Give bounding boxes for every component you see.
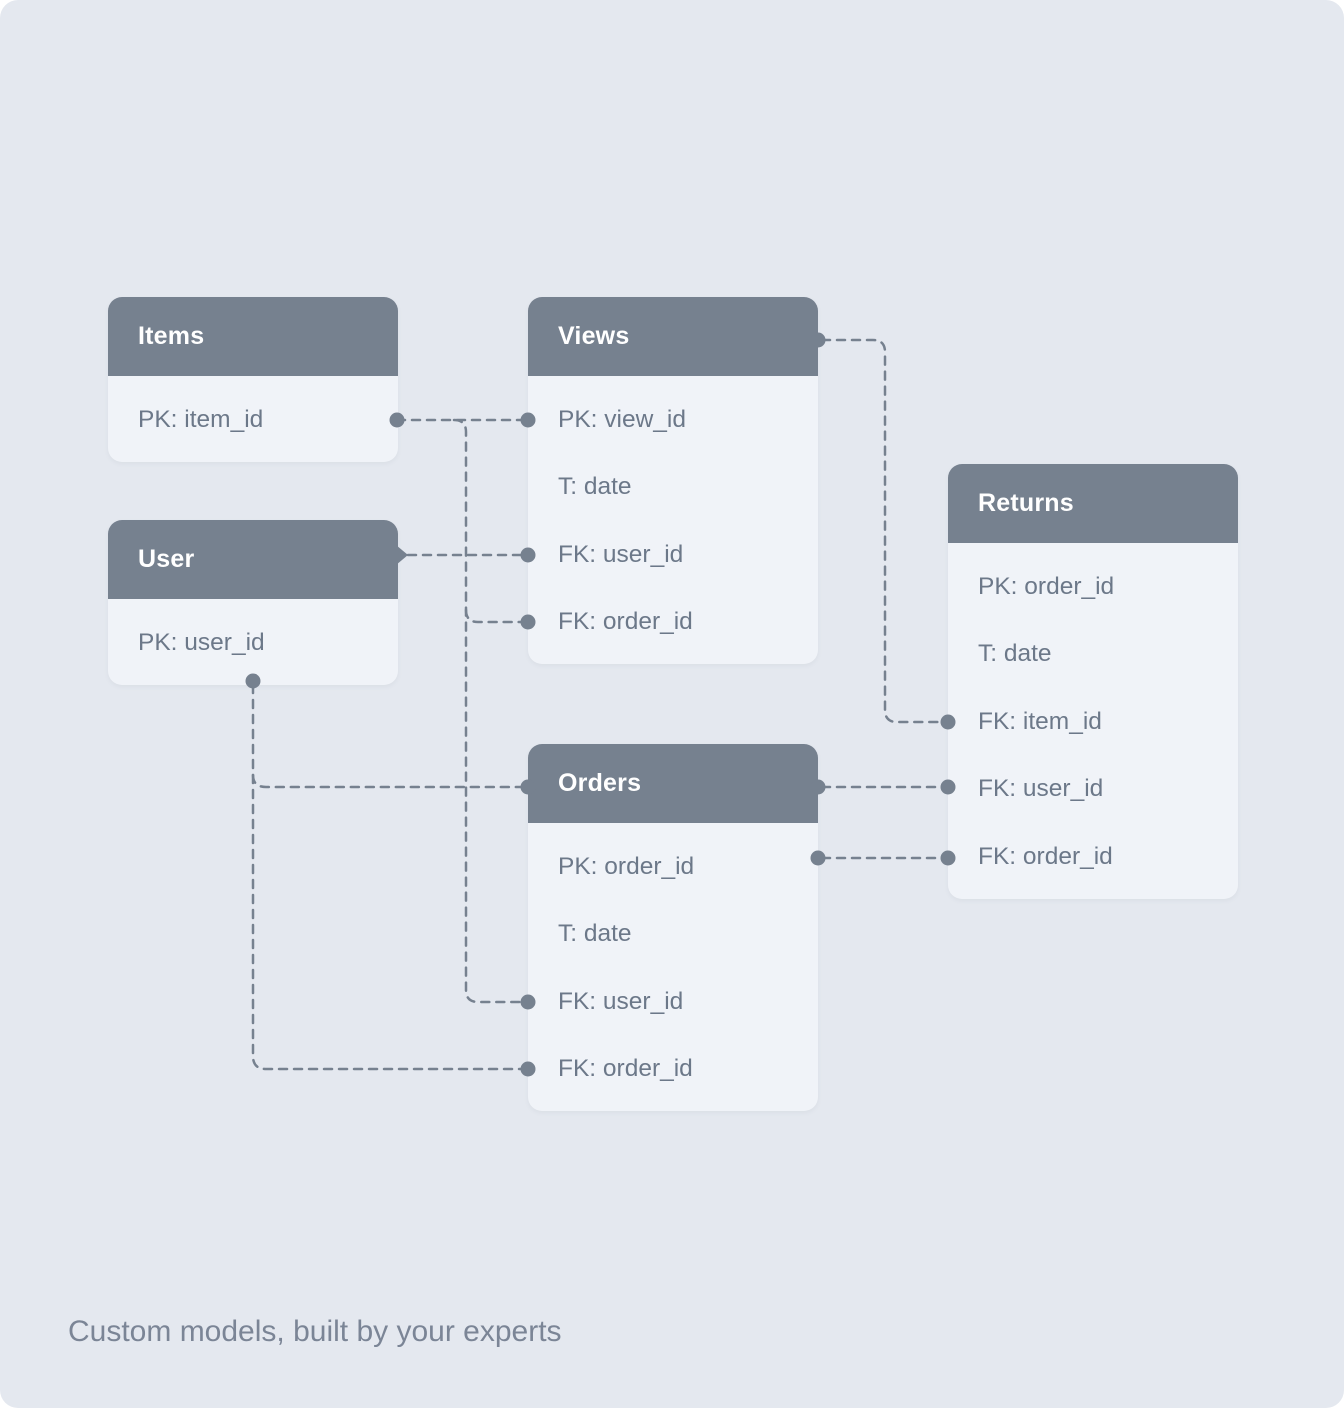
- table-row: FK: user_id: [558, 540, 684, 568]
- table-row: FK: order_id: [978, 842, 1113, 870]
- table-card-items: Items PK: item_id: [108, 297, 398, 462]
- table-row: T: date: [558, 473, 632, 501]
- table-row: PK: user_id: [138, 628, 265, 656]
- table-row: PK: order_id: [978, 572, 1115, 600]
- table-row: FK: order_id: [558, 1055, 693, 1083]
- table-header-views: Views: [528, 297, 818, 376]
- table-body-items: PK: item_id: [108, 376, 398, 462]
- connector-user-orders-header: [251, 773, 526, 789]
- table-body-orders: PK: order_id T: date FK: user_id FK: ord…: [528, 823, 818, 1111]
- connector-views-returns-item: [820, 338, 946, 724]
- connector-user-orders-order: [251, 683, 526, 1071]
- table-card-orders: Orders PK: order_id T: date FK: user_id …: [528, 744, 818, 1111]
- table-body-returns: PK: order_id T: date FK: item_id FK: use…: [948, 543, 1238, 899]
- connector-items-orders-user: [452, 418, 526, 1004]
- table-row: FK: user_id: [558, 987, 684, 1015]
- table-body-views: PK: view_id T: date FK: user_id FK: orde…: [528, 376, 818, 664]
- table-card-returns: Returns PK: order_id T: date FK: item_id…: [948, 464, 1238, 899]
- table-header-returns: Returns: [948, 464, 1238, 543]
- table-row: PK: item_id: [138, 405, 264, 433]
- caption-text: Custom models, built by your experts: [68, 1315, 562, 1348]
- table-card-user: User PK: user_id: [108, 520, 398, 685]
- table-row: FK: user_id: [978, 775, 1104, 803]
- table-body-user: PK: user_id: [108, 599, 398, 685]
- table-row: PK: view_id: [558, 405, 687, 433]
- table-row: FK: order_id: [558, 608, 693, 636]
- table-row: T: date: [558, 920, 632, 948]
- table-row: FK: item_id: [978, 707, 1102, 735]
- table-header-user: User: [108, 520, 398, 599]
- table-header-items: Items: [108, 297, 398, 376]
- table-card-views: Views PK: view_id T: date FK: user_id FK…: [528, 297, 818, 664]
- table-header-orders: Orders: [528, 744, 818, 823]
- table-row: PK: order_id: [558, 852, 695, 880]
- table-row: T: date: [978, 640, 1052, 668]
- connector-branch-views-order: [464, 608, 526, 624]
